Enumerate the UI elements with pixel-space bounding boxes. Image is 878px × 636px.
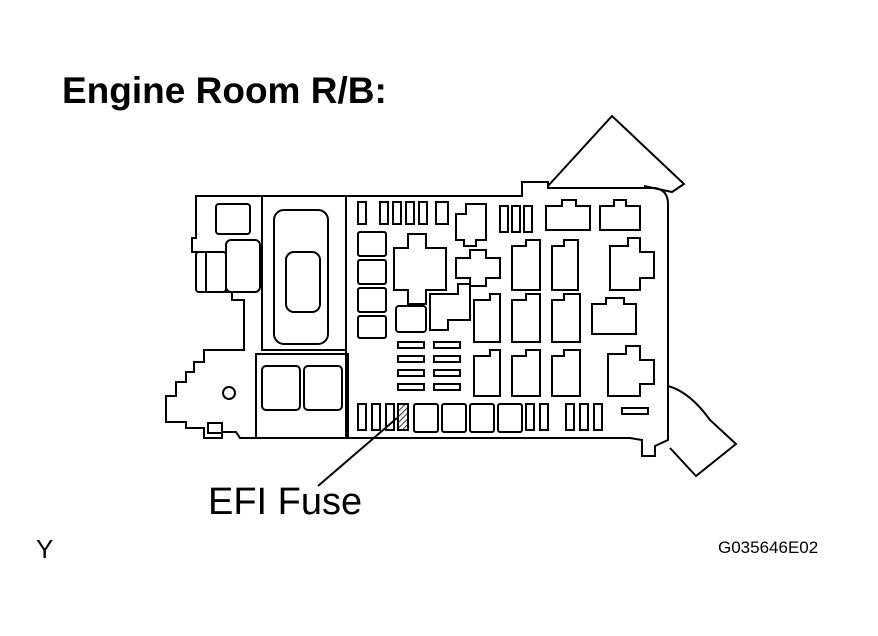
figure-id: G035646E02 <box>718 538 819 557</box>
relay-cross-1-icon <box>394 234 446 304</box>
left-bracket-icon <box>216 204 250 234</box>
view-code: Y <box>36 534 54 564</box>
connector-bottom-right-icon <box>668 386 736 476</box>
efi-fuse-icon <box>398 404 408 430</box>
leader-line-icon <box>318 418 397 486</box>
diagram-title: Engine Room R/B: <box>62 70 387 111</box>
efi-fuse-label: EFI Fuse <box>208 481 363 523</box>
connector-top-right-icon <box>548 116 684 192</box>
